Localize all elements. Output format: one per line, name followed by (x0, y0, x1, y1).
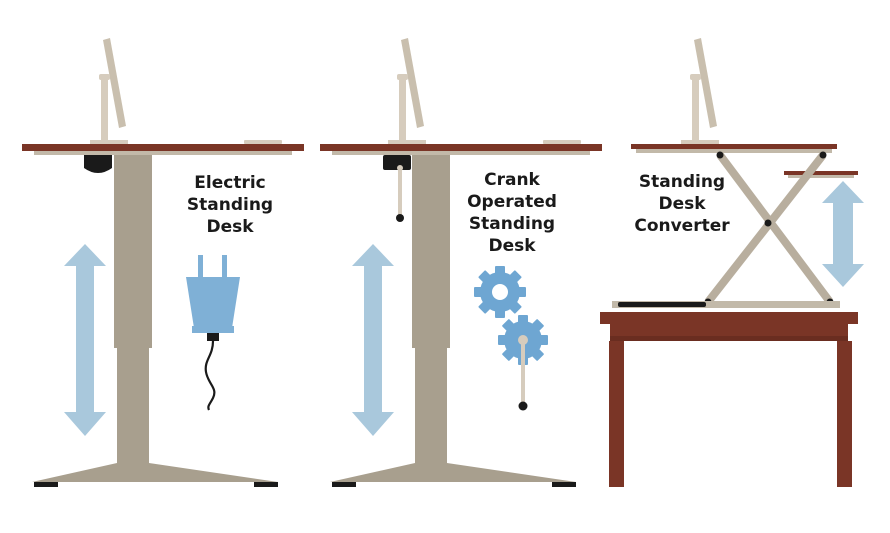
crank-handle-icon (383, 155, 411, 222)
crank-desk-label: Crank Operated Standing Desk (467, 170, 557, 256)
table-leg (837, 341, 852, 487)
height-adjust-arrow-icon (352, 244, 394, 436)
desktop-surface (22, 144, 304, 151)
monitor-icon (681, 38, 719, 144)
foot-pad (332, 482, 356, 487)
keyboard-icon (618, 302, 706, 307)
electric-desk-illustration (22, 38, 304, 487)
keyboard-icon (543, 140, 581, 144)
desk-column-upper (114, 155, 152, 348)
converter-frame-bar (636, 149, 832, 153)
desk-foot (330, 463, 576, 482)
keyboard-tray-bar (788, 175, 854, 178)
desk-frame-bar (332, 151, 590, 155)
plug-icon (186, 255, 240, 411)
motor-icon (84, 155, 112, 173)
foot-pad (34, 482, 58, 487)
gears-icon (474, 266, 548, 411)
desk-column-lower (117, 348, 149, 466)
converter-illustration (600, 38, 864, 487)
monitor-icon (90, 38, 128, 144)
converter-top-surface (631, 144, 837, 149)
desk-column-upper (412, 155, 450, 348)
desk-frame-bar (34, 151, 292, 155)
height-adjust-arrow-icon (822, 181, 864, 287)
monitor-icon (388, 38, 426, 144)
table-leg (609, 341, 624, 487)
crank-desk-illustration (320, 38, 602, 487)
foot-pad (254, 482, 278, 487)
desktop-surface (320, 144, 602, 151)
converter-base (612, 301, 840, 308)
foot-pad (552, 482, 576, 487)
keyboard-icon (244, 140, 282, 144)
electric-desk-label: Electric Standing Desk (186, 173, 274, 237)
height-adjust-arrow-icon (64, 244, 106, 436)
table-top (600, 312, 858, 324)
desk-foot (32, 463, 278, 482)
desk-column-lower (415, 348, 447, 466)
keyboard-tray (784, 171, 858, 175)
converter-label: Standing Desk Converter (634, 172, 730, 236)
